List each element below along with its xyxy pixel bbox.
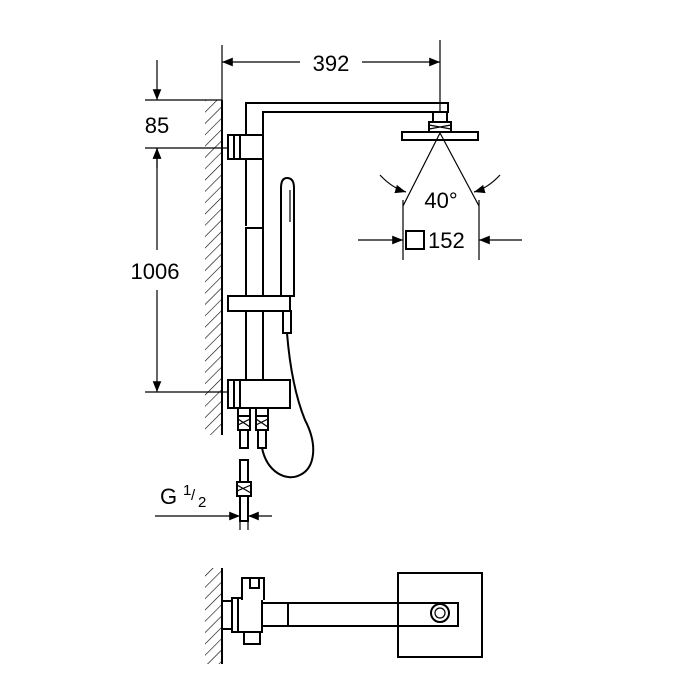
thread-fraction-slash: / xyxy=(191,487,196,504)
inlet-connection: G 1 / 2 xyxy=(155,459,272,530)
shower-rail xyxy=(245,102,449,412)
head-size-dimension: 152 xyxy=(358,200,522,260)
arm-length-dimension: 392 xyxy=(221,40,441,115)
hand-shower-holder xyxy=(227,295,291,312)
ceiling-offset-label: 85 xyxy=(145,113,169,138)
plan-view xyxy=(205,568,483,664)
thread-numerator-label: 1 xyxy=(183,482,191,499)
spray-angle-dimension: 40° xyxy=(379,132,501,213)
upper-wall-bracket xyxy=(227,134,264,160)
hand-shower xyxy=(261,176,315,479)
thread-prefix-label: G xyxy=(160,484,177,509)
supply-hoses xyxy=(237,415,269,449)
wall xyxy=(205,100,223,435)
mixer-bracket xyxy=(227,379,291,417)
shower-head xyxy=(401,111,479,141)
rail-height-dimension: 1006 xyxy=(131,148,232,393)
rail-height-label: 1006 xyxy=(131,259,180,284)
arm-length-label: 392 xyxy=(313,51,350,76)
head-size-label: 152 xyxy=(428,228,465,253)
spray-angle-label: 40° xyxy=(424,188,457,213)
square-symbol-icon xyxy=(405,230,425,250)
rail-lower xyxy=(243,160,264,380)
thread-denominator-label: 2 xyxy=(198,494,206,511)
